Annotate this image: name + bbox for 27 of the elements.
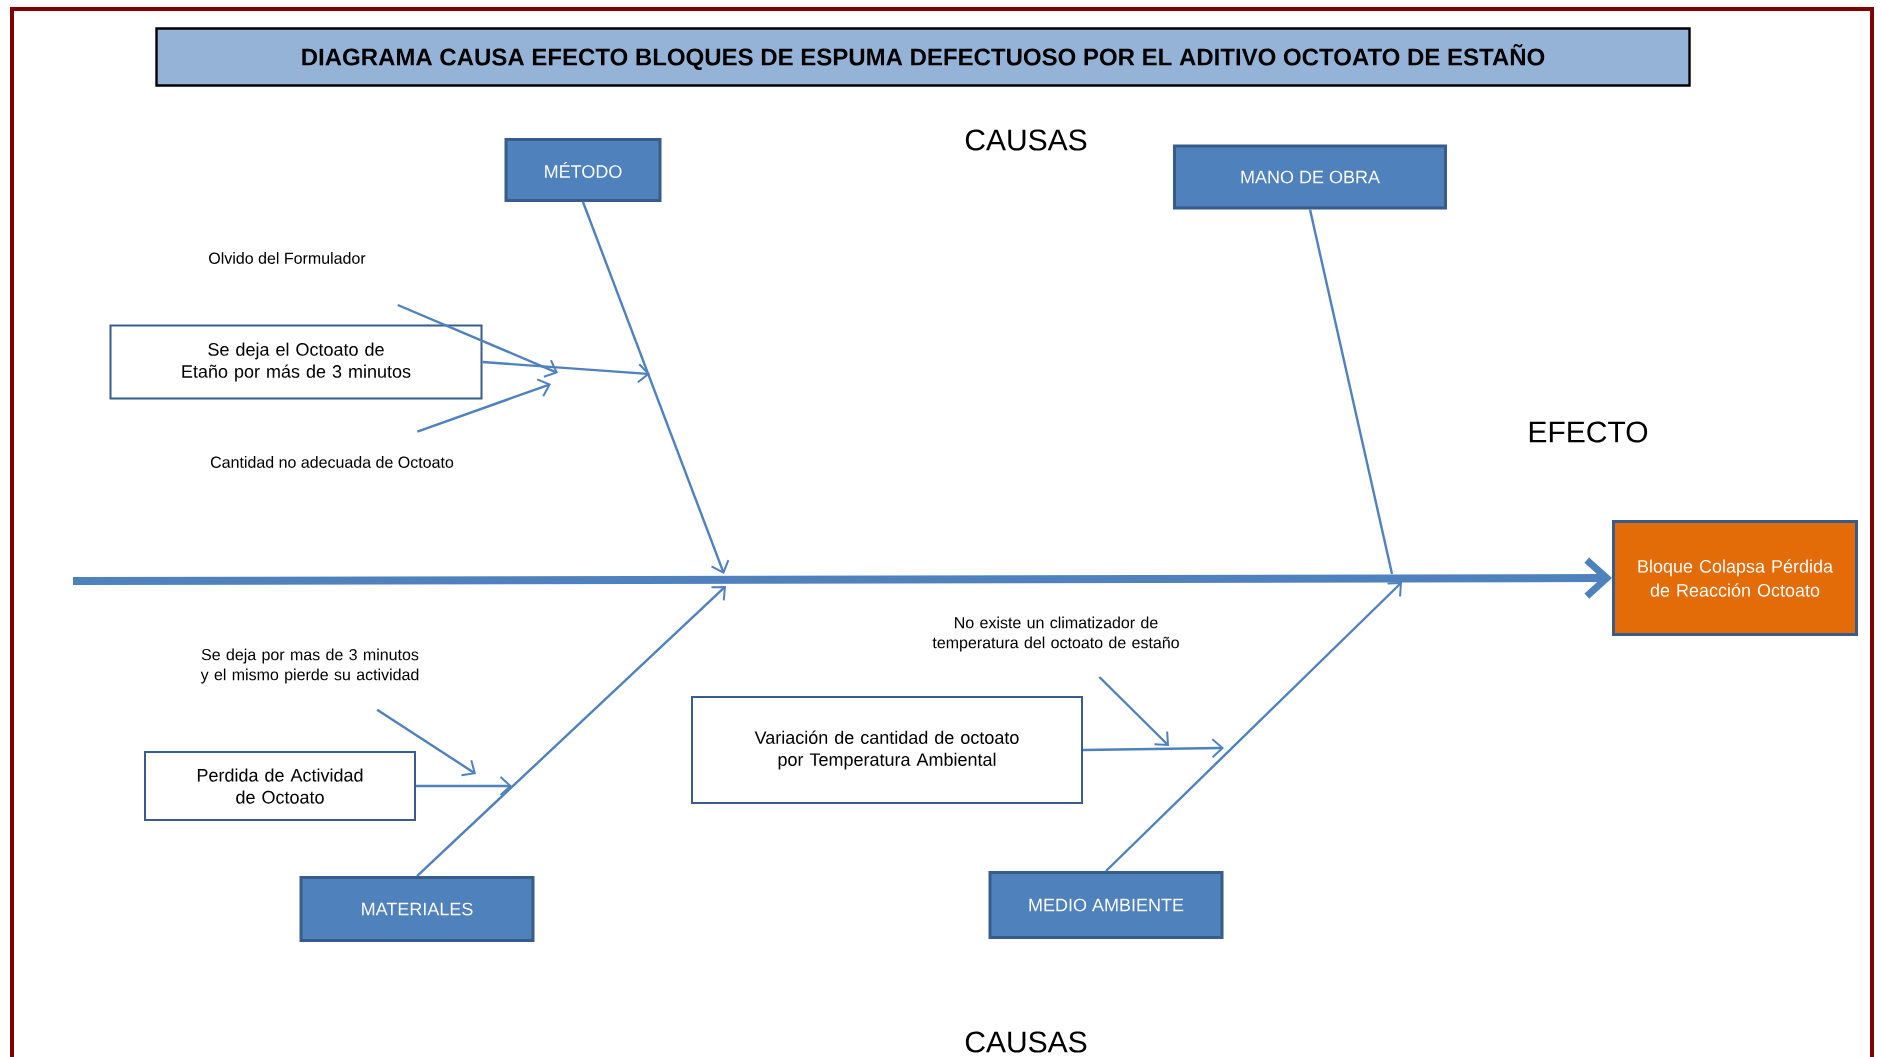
arrow	[416, 378, 551, 433]
cause-text: Cantidad no adecuada de Octoato	[210, 456, 454, 468]
heading-label: CAUSAS	[965, 1031, 1087, 1053]
arrow	[581, 201, 730, 574]
arrow	[376, 708, 476, 777]
arrow	[482, 360, 650, 384]
heading-label: CAUSAS	[965, 129, 1087, 151]
cause-box: Perdida de Actividad de Octoato	[144, 751, 416, 821]
arrow	[416, 586, 726, 877]
category-box: MATERIALES	[299, 876, 535, 942]
arrow	[1083, 738, 1224, 759]
arrow	[397, 303, 558, 378]
category-box: MÉTODO	[504, 138, 662, 202]
title-banner: DIAGRAMA CAUSA EFECTO BLOQUES DE ESPUMA DEFECTUOSO POR EL ADITIVO OCTOATO DE ESTAÑO	[155, 27, 1691, 87]
cause-text: Se deja por mas de 3 minutos y el mismo pierde su actividad	[200, 648, 419, 684]
cause-box: Se deja el Octoato de Etaño por más de 3 minutos	[109, 324, 483, 400]
cause-box: Variación de cantidad de octoato por Temperatura Ambiental	[691, 696, 1083, 804]
branch-line	[1308, 209, 1394, 575]
arrow	[1105, 582, 1402, 872]
cause-text: Olvido del Formulador	[209, 252, 366, 264]
category-box: MANO DE OBRA	[1173, 144, 1447, 210]
effect-box: Bloque Colapsa Pérdida de Reacción Octoato	[1612, 520, 1858, 636]
category-box: MEDIO AMBIENTE	[988, 871, 1224, 939]
cause-text: No existe un climatizador de temperatura del octoato de estaño	[932, 616, 1179, 652]
arrow	[1098, 676, 1169, 746]
arrow	[416, 776, 512, 796]
heading-label: EFECTO	[1529, 421, 1648, 443]
